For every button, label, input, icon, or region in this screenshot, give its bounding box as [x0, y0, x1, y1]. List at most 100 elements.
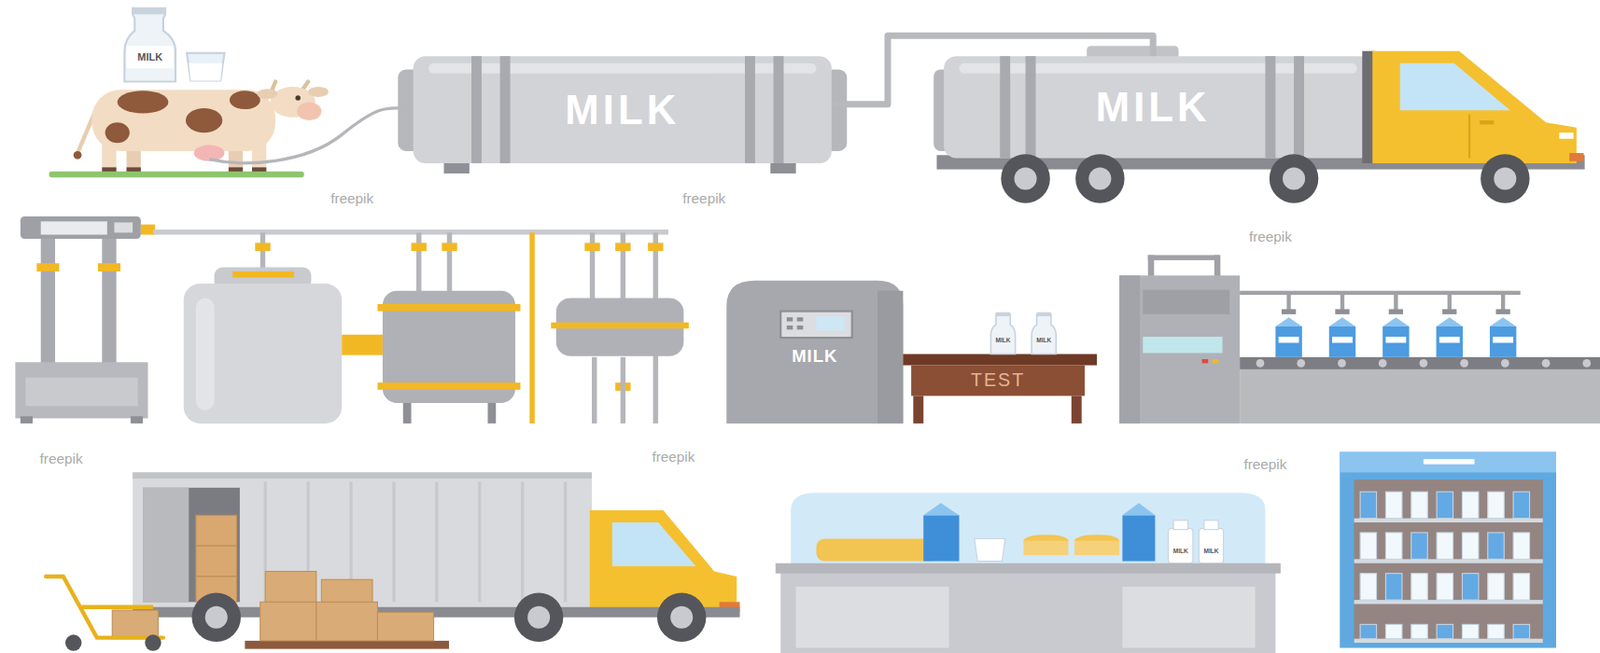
control-unit: [41, 237, 56, 365]
control-unit: [20, 416, 33, 424]
storage-tank: [773, 56, 785, 164]
control-unit: [130, 416, 143, 424]
dairy-fridge: [1423, 459, 1475, 464]
truck-detail: [477, 481, 481, 603]
fridge-shelves: [1354, 479, 1544, 644]
filling-detail: [1334, 308, 1349, 314]
control-unit: [14, 216, 155, 424]
sample-bottles: [1031, 314, 1056, 355]
pipework: [647, 242, 663, 252]
filling-machine: [1142, 336, 1222, 354]
milk-bottle: [126, 45, 174, 69]
tanker-truck: [1479, 120, 1494, 125]
pipework: [416, 232, 422, 295]
filling-detail: [1436, 317, 1463, 327]
cow: [229, 90, 261, 110]
filling-detail: [1382, 326, 1409, 358]
filling-machine: [1142, 290, 1230, 315]
bottle-label: MILK: [1036, 337, 1052, 345]
tanker-truck: [999, 56, 1011, 158]
filling-machine: [1239, 357, 1600, 370]
mixing-tank: [183, 283, 342, 424]
filling-machine: [1148, 254, 1221, 260]
truck-detail: [527, 606, 550, 630]
control-unit: [36, 263, 59, 272]
milk-glass: [186, 53, 225, 82]
dairy-fridge: [1339, 452, 1557, 649]
truck-wheels: [1075, 154, 1124, 204]
truck-wheels: [1480, 154, 1530, 204]
mixing-tank: [341, 335, 383, 356]
mixing-tank: [196, 297, 215, 410]
filling-detail: [1278, 336, 1300, 344]
testing-machine: [877, 291, 903, 424]
testing-machine: [797, 317, 804, 322]
delivery-truck: [196, 515, 238, 547]
truck-detail: [205, 606, 228, 630]
milk-bottle: [124, 8, 176, 83]
filling-detail: [1489, 326, 1516, 358]
cooling-tank: [550, 322, 689, 330]
filling-detail: [1501, 359, 1510, 368]
display-counter: [1198, 529, 1223, 564]
control-unit: [101, 237, 116, 365]
milk-glass: [188, 63, 223, 82]
pipework: [591, 357, 597, 424]
watermark: freepik: [1249, 229, 1292, 244]
storage-tank: [471, 56, 482, 164]
pipework: [589, 232, 595, 300]
control-unit: [14, 362, 148, 419]
truck-detail: [192, 592, 241, 643]
dairy-fridge: [1339, 452, 1557, 474]
truck-wheels: [1493, 167, 1516, 190]
cow: [308, 86, 329, 98]
sample-bottles: [990, 314, 1015, 355]
tanker-truck: [1569, 153, 1584, 162]
display-counter: [775, 492, 1281, 653]
filling-machine: [1119, 254, 1600, 423]
cooling-tank: [550, 297, 689, 356]
cow: [48, 171, 304, 179]
display-counter: [923, 503, 959, 516]
testing-machine: [726, 280, 903, 424]
fridge-shelves: [1354, 479, 1544, 644]
cow: [256, 88, 278, 99]
pipework: [584, 242, 600, 252]
delivery-truck: [589, 510, 737, 613]
watermark: freepik: [651, 449, 695, 464]
mixing-tank: [183, 267, 383, 424]
truck-detail: [514, 592, 563, 643]
truck-detail: [192, 481, 707, 643]
milking-hose: [209, 108, 400, 164]
display-counter: [1122, 515, 1155, 562]
display-counter: [1168, 529, 1193, 564]
pipework: [441, 242, 457, 252]
display-counter: [1173, 520, 1188, 531]
boxes-on-pallet: [244, 641, 450, 650]
boxes-on-pallet: [321, 579, 373, 603]
testing-machine: MILK: [726, 280, 903, 424]
storage-tank: [500, 56, 511, 164]
filling-detail: [1442, 308, 1457, 314]
tanker-truck: [1264, 56, 1276, 158]
bottle-label: MILK: [1204, 547, 1220, 555]
filling-detail: [1542, 359, 1551, 368]
control-unit: [113, 222, 133, 233]
filling-machine: [1119, 275, 1240, 424]
node-text: TEST: [970, 371, 1025, 391]
truck-detail: [563, 481, 567, 603]
test-table: TEST: [911, 365, 1085, 397]
control-unit: [98, 263, 121, 272]
truck-wheels: [1282, 167, 1306, 190]
filling-detail: [1419, 359, 1429, 368]
delivery-truck: [142, 488, 189, 604]
milk-bottle: [132, 8, 166, 15]
test-table: [902, 354, 1097, 366]
delivery-truck: [612, 522, 697, 567]
node-text: MILK: [791, 348, 838, 366]
display-counter: [796, 587, 950, 649]
control-unit: [25, 378, 138, 408]
filling-detail: [1496, 308, 1511, 314]
hand-truck: [45, 576, 164, 652]
